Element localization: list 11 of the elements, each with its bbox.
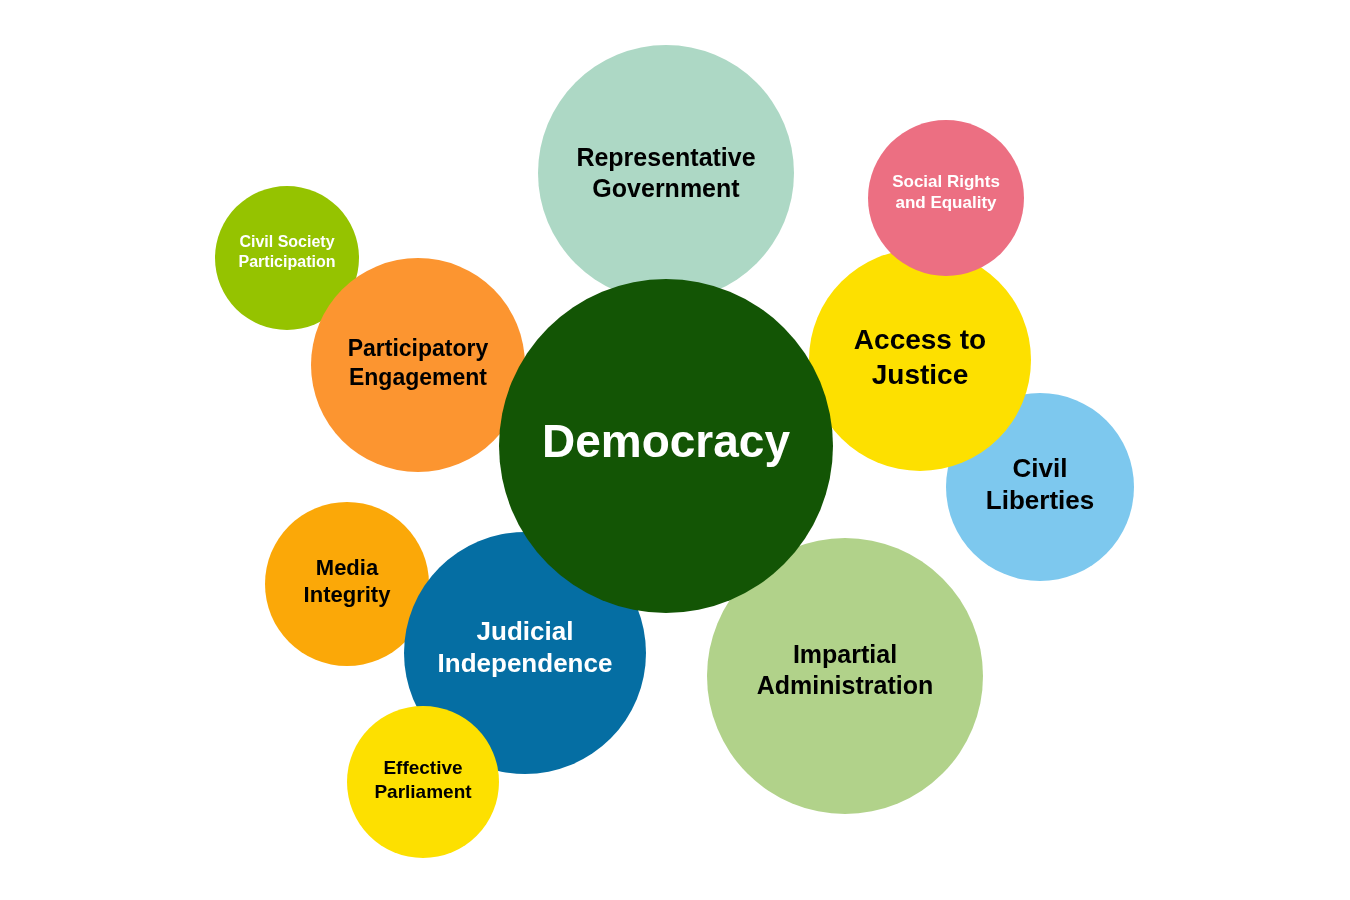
bubble-label: Effective Parliament xyxy=(373,756,473,804)
bubble-label: Civil Liberties xyxy=(984,451,1096,517)
bubble-label: Access to Justice xyxy=(852,323,988,392)
bubble-label: Civil Society Participation xyxy=(237,232,337,272)
bubble-label: Democracy xyxy=(541,414,790,470)
bubble-label: Representative Government xyxy=(575,141,757,204)
bubble-label: Judicial Independence xyxy=(436,614,614,680)
bubble-label: Social Rights and Equality xyxy=(891,170,1001,214)
bubble-label: Impartial Administration xyxy=(755,638,935,701)
bubble-label: Media Integrity xyxy=(302,553,392,609)
bubble-label: Participatory Engagement xyxy=(346,334,490,392)
